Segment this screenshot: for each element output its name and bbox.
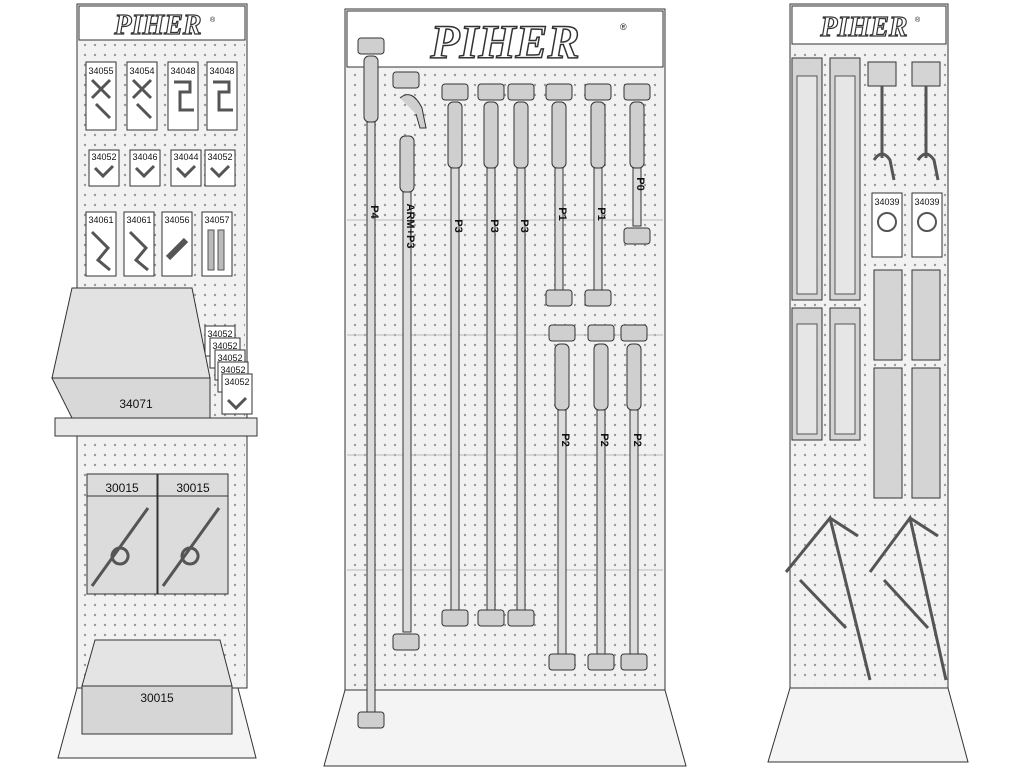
center-header — [346, 10, 664, 68]
panel-label: 30015 — [176, 481, 210, 495]
rod-arm-p3: ARM+P3 — [392, 71, 427, 651]
rod-label: P3 — [452, 219, 464, 232]
card-code: 34044 — [173, 152, 198, 162]
right-hanging-tools — [867, 61, 941, 181]
card-code: 34055 — [88, 66, 113, 76]
card-code: 34048 — [170, 66, 195, 76]
rod-label: P0 — [634, 177, 646, 190]
right-logo-registered: ® — [915, 16, 921, 24]
card-code: 34052 — [220, 365, 245, 375]
panel-label: 30015 — [105, 481, 139, 495]
rod-label: P3 — [488, 219, 500, 232]
left-header — [78, 5, 246, 41]
card-code: 34056 — [164, 215, 189, 225]
right-display: PIHER ® — [767, 3, 969, 763]
card-code: 34039 — [874, 197, 899, 207]
card: 34054 — [126, 61, 158, 131]
card: 34048 — [206, 61, 238, 131]
rod-p1: P1 — [545, 83, 573, 307]
card-code: 34052 — [207, 329, 232, 339]
rod-p3: P3 — [441, 83, 469, 627]
card: 34056 — [161, 211, 193, 277]
center-logo: PIHER — [429, 16, 579, 69]
rod-p3: P3 — [477, 83, 505, 627]
left-lower-cards: 34061 34061 34056 34057 — [85, 211, 233, 277]
rod-label: ARM+P3 — [404, 204, 416, 249]
card-code: 34057 — [204, 215, 229, 225]
hanging-panel: 30015 — [157, 473, 229, 595]
rod-p2: P2 — [548, 324, 576, 671]
card: 34039 — [871, 192, 903, 258]
rod-p1: P1 — [584, 83, 612, 307]
rod-p0: P0 — [623, 83, 651, 245]
left-hanging-panels: 30015 30015 — [86, 473, 229, 595]
center-pegboard-holes — [347, 70, 663, 686]
left-middle-cards: 34052 34046 34044 34052 — [88, 149, 236, 187]
card-code: 34052 — [207, 152, 232, 162]
card: 34048 — [167, 61, 199, 131]
left-tray: 34071 — [51, 287, 258, 437]
card: 34052 — [204, 149, 236, 187]
rod-p4: P4 — [357, 37, 385, 729]
card: 34052 — [88, 149, 120, 187]
card: 34044 — [170, 149, 202, 187]
rod-label: P2 — [559, 433, 571, 446]
right-frames — [784, 514, 948, 681]
right-cards: 34039 34039 — [871, 192, 943, 258]
card-code: 34054 — [129, 66, 154, 76]
card-code: 34061 — [126, 215, 151, 225]
left-bottom-box: 30015 — [81, 639, 233, 735]
rod-p2: P2 — [587, 324, 615, 671]
tray-label: 34071 — [119, 397, 153, 411]
right-small-trays — [873, 269, 941, 499]
right-long-cards — [791, 57, 861, 441]
left-logo: PIHER — [113, 10, 201, 41]
card-code: 34048 — [209, 66, 234, 76]
right-header — [791, 5, 947, 45]
card: 34061 — [85, 211, 117, 277]
right-logo: PIHER — [819, 12, 907, 43]
center-display: PIHER ® P4 ARM+P3 — [323, 8, 687, 767]
card: 34046 — [129, 149, 161, 187]
card: 34061 — [123, 211, 155, 277]
rod-label: P2 — [631, 433, 643, 446]
hanging-panel: 30015 — [86, 473, 158, 595]
card-code: 34039 — [914, 197, 939, 207]
rod-p3: P3 — [507, 83, 535, 627]
rod-label: P2 — [598, 433, 610, 446]
left-display: PIHER ® 34055 34054 34048 — [51, 3, 258, 759]
stacked-card: 34052 — [221, 373, 253, 415]
card-code: 34052 — [217, 353, 242, 363]
card: 34039 — [911, 192, 943, 258]
left-logo-registered: ® — [210, 16, 216, 24]
rod-label: P1 — [595, 207, 607, 220]
card-code: 34052 — [212, 341, 237, 351]
card: 34055 — [85, 61, 117, 131]
card: 34057 — [201, 211, 233, 277]
box-label: 30015 — [140, 691, 174, 705]
rod-label: P3 — [518, 219, 530, 232]
center-logo-registered: ® — [620, 22, 627, 32]
rod-p2: P2 — [620, 324, 648, 671]
card-code: 34052 — [91, 152, 116, 162]
card-code: 34052 — [224, 377, 249, 387]
left-stacked-cards: 34052 34052 34052 34052 34052 — [204, 325, 253, 415]
left-top-cards: 34055 34054 34048 34048 — [85, 61, 238, 131]
card-code: 34046 — [132, 152, 157, 162]
card-code: 34061 — [88, 215, 113, 225]
right-base — [767, 687, 969, 763]
rod-label: P4 — [368, 205, 380, 219]
rod-label: P1 — [556, 207, 568, 220]
